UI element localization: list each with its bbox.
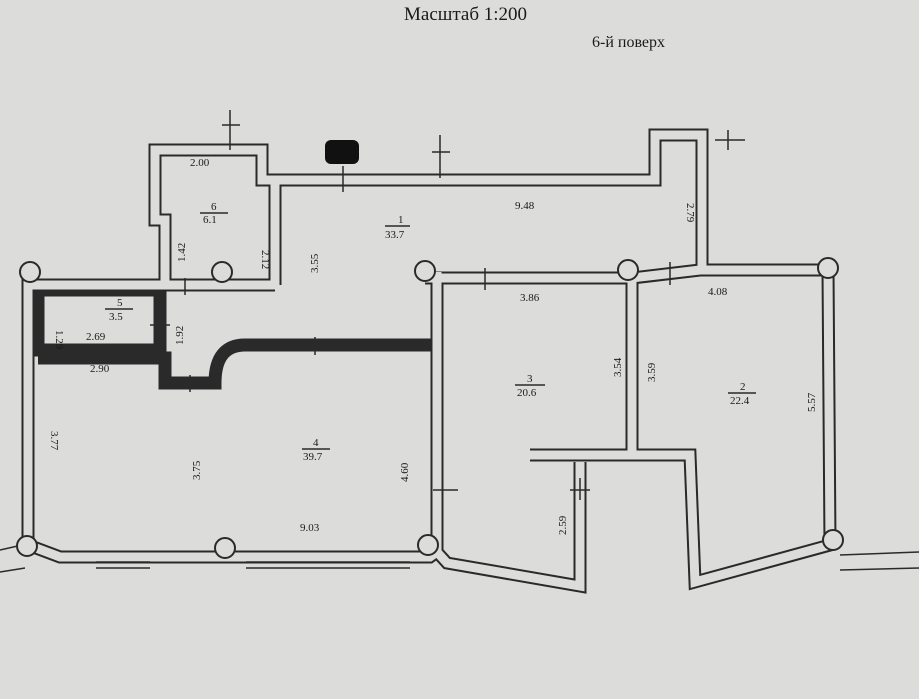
doors-windows [0, 110, 919, 573]
column [817, 257, 839, 279]
room-number: 4 [313, 437, 319, 449]
dimension: 3.55 [309, 253, 321, 273]
room-number: 1 [398, 214, 404, 226]
walls [21, 128, 837, 594]
room-labels: 1 33.7 2 22.4 3 20.6 4 39.7 5 3.5 6 6.1 [105, 201, 756, 463]
column [214, 537, 236, 559]
column [617, 259, 639, 281]
room-number: 6 [211, 201, 217, 213]
dimension: 2.00 [190, 157, 210, 169]
columns [16, 257, 844, 559]
column [211, 261, 233, 283]
room-area: 20.6 [517, 387, 537, 399]
dimension: 1.29 [53, 330, 65, 350]
room-area: 39.7 [303, 451, 323, 463]
dimension: 2.59 [557, 515, 569, 535]
dimension: 3.77 [48, 431, 60, 451]
room-area: 33.7 [385, 229, 405, 241]
room-number: 2 [740, 381, 746, 393]
dimension: 2.12 [259, 250, 271, 269]
dimension: 1.92 [174, 326, 186, 345]
dimension: 2.79 [684, 203, 696, 223]
room-area: 3.5 [109, 311, 123, 323]
dimension: 2.69 [86, 331, 106, 343]
column [414, 260, 436, 282]
column [417, 534, 439, 556]
dimension: 2.90 [90, 363, 110, 375]
dimension: 9.03 [300, 522, 320, 534]
dimension: 9.48 [515, 200, 535, 212]
room-area: 22.4 [730, 395, 750, 407]
room-number: 3 [527, 373, 533, 385]
scale-label: Масштаб 1:200 [404, 4, 528, 25]
redaction-mark [325, 140, 359, 164]
dimension: 3.86 [520, 292, 540, 304]
room-area: 6.1 [203, 214, 217, 226]
dimension: 3.54 [612, 357, 624, 377]
dimension: 4.08 [708, 286, 728, 298]
floor-label: 6-й поверх [592, 34, 666, 51]
column [16, 535, 38, 557]
dimension: 1.42 [176, 243, 188, 262]
room-number: 5 [117, 297, 123, 309]
column [822, 529, 844, 551]
column [19, 261, 41, 283]
dimension: 3.59 [646, 362, 658, 382]
dimension: 5.57 [806, 392, 818, 412]
dimension-labels: 2.00 1.42 2.12 3.55 9.48 2.79 1.29 2.69 … [48, 157, 818, 535]
dimension: 3.75 [191, 460, 203, 480]
dimension: 4.60 [399, 462, 411, 482]
